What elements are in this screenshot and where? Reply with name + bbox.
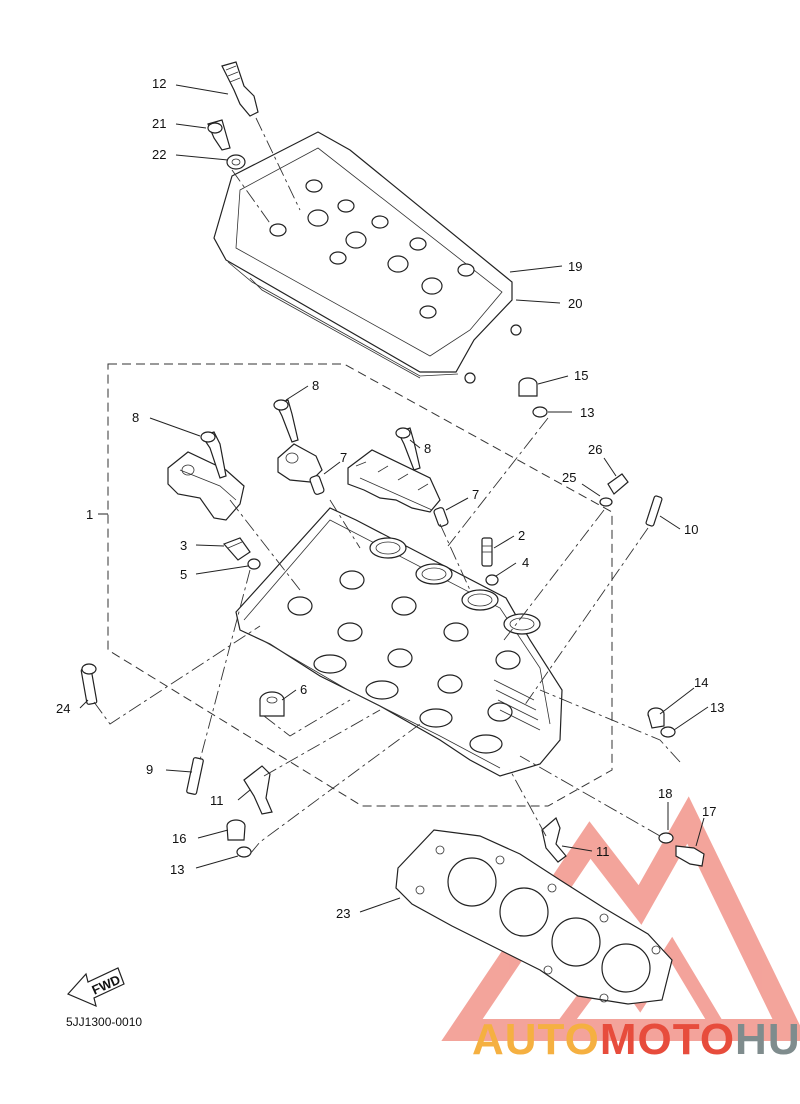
plug-6	[259, 691, 285, 717]
washer-25	[599, 497, 613, 507]
o-ring-5	[247, 558, 261, 570]
stud-10	[645, 495, 663, 527]
cylinder-head-gasket	[395, 829, 673, 1005]
callout-18: 18	[658, 786, 672, 801]
stud-9	[186, 757, 204, 795]
callout-26: 26	[588, 442, 602, 457]
svg-text:AUTOMOTOHUB: AUTOMOTOHUB	[472, 1015, 800, 1064]
callout-1: 1	[86, 507, 93, 522]
collar-15	[518, 377, 538, 397]
callout-11-right: 11	[596, 844, 610, 859]
callout-22: 22	[152, 147, 166, 162]
cap-bolt-a	[200, 431, 227, 479]
callout-23: 23	[336, 906, 350, 921]
fitting-11-right	[541, 816, 567, 863]
callout-6: 6	[300, 682, 307, 697]
callout-13-right: 13	[710, 700, 724, 715]
callout-5: 5	[180, 567, 187, 582]
callout-25: 25	[562, 470, 576, 485]
washer-18	[658, 832, 674, 844]
callout-8-center: 8	[312, 378, 319, 393]
union-bolt-26	[607, 473, 629, 495]
diagram-code: 5JJ1300-0010	[66, 1015, 142, 1029]
stud-bolt-3	[222, 537, 251, 561]
callout-9: 9	[146, 762, 153, 777]
callout-13-top: 13	[580, 405, 594, 420]
bolt-17	[675, 845, 705, 867]
callout-7-right: 7	[472, 487, 479, 502]
camshaft-cap-right	[347, 449, 441, 513]
callout-14: 14	[694, 675, 708, 690]
stud-24	[80, 663, 98, 705]
cylinder-head	[235, 507, 563, 777]
fitting-11-left	[243, 765, 273, 815]
plug-14	[647, 707, 665, 729]
callout-24: 24	[56, 701, 70, 716]
callout-8-left: 8	[132, 410, 139, 425]
callout-8-right: 8	[424, 441, 431, 456]
callout-10: 10	[684, 522, 698, 537]
spark-plug	[221, 61, 259, 117]
callout-15: 15	[574, 368, 588, 383]
callout-16: 16	[172, 831, 186, 846]
valve-cover-washer	[226, 154, 246, 170]
callout-labels: 12 21 22 19 20 15 13 8 8 8 7 7 26 25 10 …	[56, 76, 724, 921]
dowel-pin-a	[309, 475, 325, 495]
assembly-boundary-dashed	[107, 363, 613, 807]
stud-bolt-2	[481, 537, 493, 567]
callout-21: 21	[152, 116, 166, 131]
callout-7-left: 7	[340, 450, 347, 465]
cap-bolt-b	[273, 399, 299, 443]
callout-2: 2	[518, 528, 525, 543]
valve-cover	[213, 131, 522, 384]
o-ring-4	[485, 574, 499, 586]
fwd-arrow-icon: FWD	[66, 967, 125, 1008]
callout-12: 12	[152, 76, 166, 91]
watermark-part-auto: AUTO	[472, 1015, 600, 1064]
callout-4: 4	[522, 555, 529, 570]
callout-20: 20	[568, 296, 582, 311]
washer-13-top	[532, 406, 548, 418]
watermark-part-moto: MOTO	[600, 1015, 735, 1064]
callout-17: 17	[702, 804, 716, 819]
leader-lines	[79, 84, 709, 913]
callout-19: 19	[568, 259, 582, 274]
callout-3: 3	[180, 538, 187, 553]
watermark-part-hub: HUB	[735, 1015, 800, 1064]
washer-13-right	[660, 726, 676, 738]
callout-13-bottom: 13	[170, 862, 184, 877]
watermark-text: AUTOMOTOHUB	[472, 1015, 800, 1064]
callout-11-left: 11	[210, 793, 224, 808]
cap-bolt-c	[395, 427, 421, 471]
fwd-label: FWD	[89, 972, 122, 998]
washer-13-bottom	[236, 846, 252, 858]
camshaft-cap-left	[167, 451, 245, 521]
dowel-pin-b	[433, 507, 449, 527]
valve-cover-bolt	[207, 119, 231, 151]
collar-16	[226, 819, 246, 841]
